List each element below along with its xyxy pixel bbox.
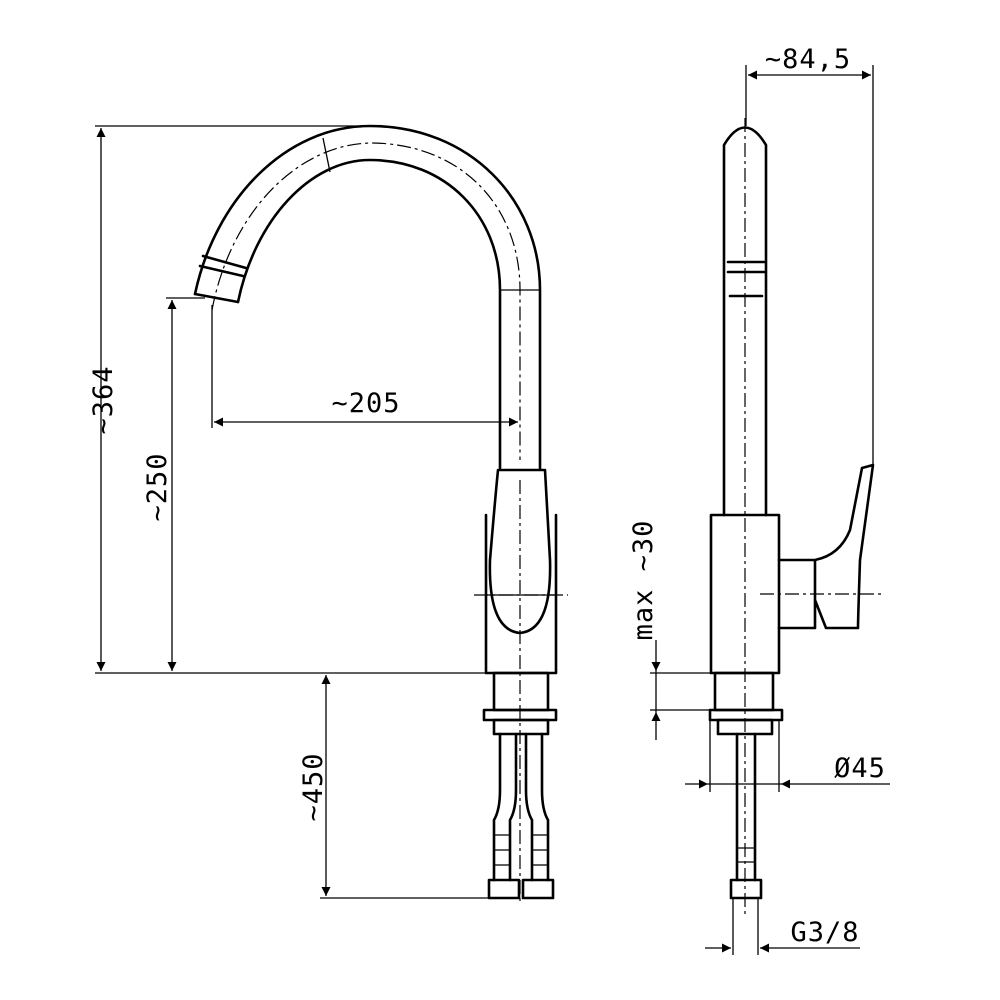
dim-spout-reach: ~205 (331, 388, 400, 419)
spout-inner (236, 158, 502, 470)
lever-handle (777, 463, 875, 630)
dim-diameter: Ø45 (834, 753, 886, 784)
side-view (708, 118, 885, 915)
dim-max-counter-thickness: max ~30 (628, 520, 659, 641)
dim-spout-height: ~250 (142, 452, 173, 521)
body-front (484, 468, 558, 675)
aerator (193, 254, 248, 304)
dim-hose-length: ~450 (298, 752, 329, 821)
shank (492, 671, 550, 712)
dim-connection-thread: G3/8 (790, 917, 859, 948)
front-view (193, 124, 568, 905)
dimensions: ~364 ~250 ~205 ~450 ~84,5 max ~30 Ø45 G3… (88, 44, 890, 955)
spout-outer (193, 124, 542, 470)
dim-height-total: ~364 (88, 365, 119, 434)
dim-depth: ~84,5 (765, 44, 851, 75)
